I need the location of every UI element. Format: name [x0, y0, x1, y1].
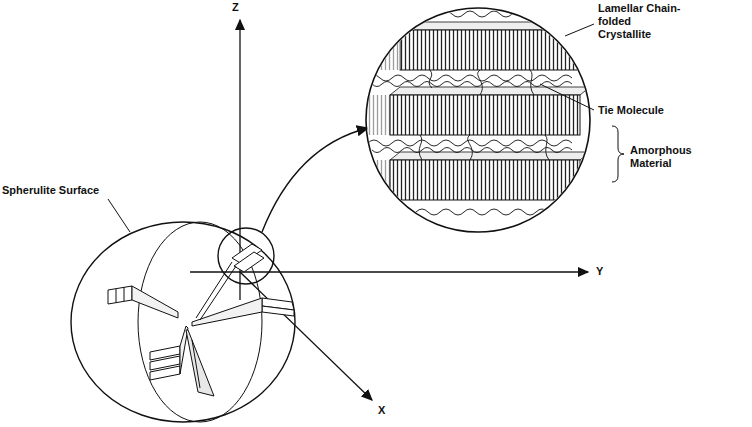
- part-label: Amorphous Material: [630, 144, 708, 170]
- part-label: Spherulite Surface: [2, 184, 99, 197]
- magnifier-circle: [218, 228, 274, 284]
- part-label: Tie Molecule: [598, 104, 664, 117]
- leader-lines: [540, 24, 624, 182]
- magnified-circle: [366, 8, 590, 232]
- magnified-structure: [360, 0, 600, 240]
- axis-label: Y: [596, 265, 603, 278]
- lamella-stacks: [108, 244, 294, 396]
- axis-label: X: [378, 404, 385, 417]
- axis-label: Z: [232, 1, 239, 14]
- part-label: Lamellar Chain-folded Crystallite: [598, 2, 684, 42]
- zoom-arrow: [262, 128, 368, 232]
- spherulite-sphere: [71, 199, 295, 422]
